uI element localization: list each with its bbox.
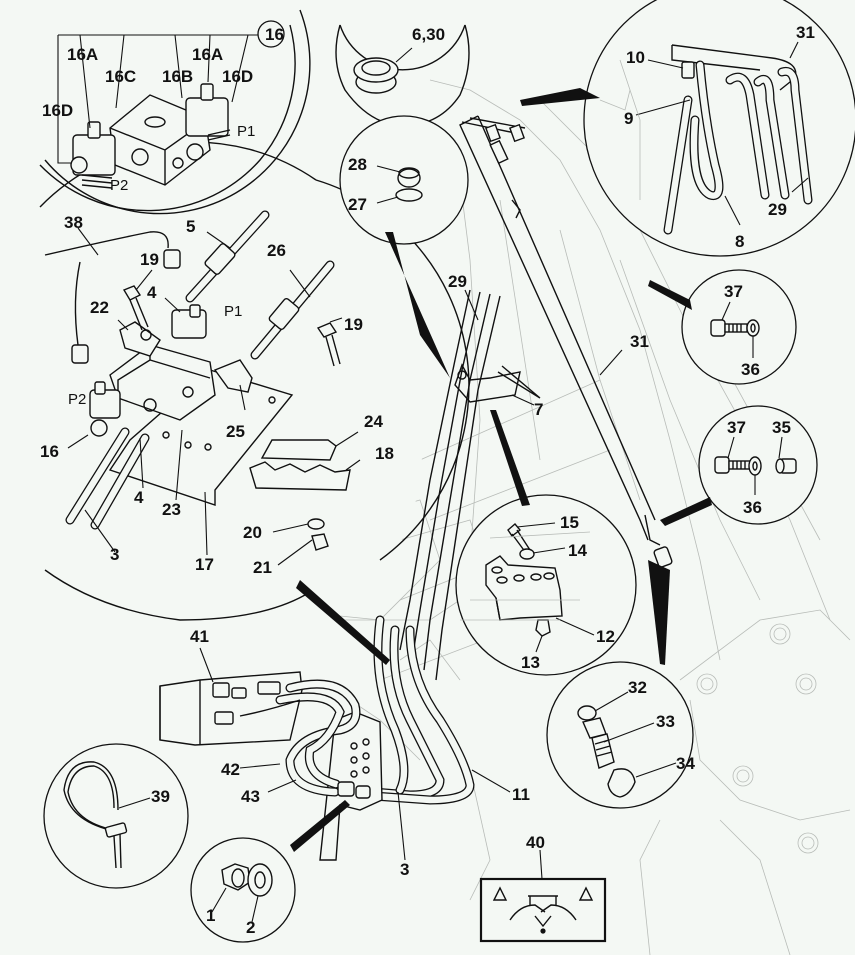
callout-21: 21 xyxy=(253,558,272,577)
callout-6-30: 6,30 xyxy=(412,25,445,44)
callout-28: 28 xyxy=(348,155,367,174)
callout-32: 32 xyxy=(628,678,647,697)
callout-16: 16 xyxy=(265,25,284,44)
callout-23: 23 xyxy=(162,500,181,519)
callout-35: 35 xyxy=(772,418,791,437)
callout-12: 12 xyxy=(596,627,615,646)
callout-31-mid: 31 xyxy=(630,332,649,351)
valve-mount-detail xyxy=(39,140,470,660)
callout-3-left: 3 xyxy=(110,545,119,564)
callout-37-top: 37 xyxy=(724,282,743,301)
callout-40: 40 xyxy=(526,833,545,852)
callout-31-top: 31 xyxy=(796,23,815,42)
callout-5: 5 xyxy=(186,217,195,236)
label-p1-top: P1 xyxy=(237,123,255,140)
label-p2-main: P2 xyxy=(68,391,86,408)
callout-16a-left: 16A xyxy=(67,45,98,64)
callout-15: 15 xyxy=(560,513,579,532)
callout-16d-left: 16D xyxy=(42,101,73,120)
callout-1: 1 xyxy=(206,906,215,925)
callout-25: 25 xyxy=(226,422,245,441)
nut-washer-detail xyxy=(190,837,296,943)
callout-38: 38 xyxy=(64,213,83,232)
clamp-plate-detail xyxy=(455,494,637,676)
label-p1-main: P1 xyxy=(224,303,242,320)
callout-10: 10 xyxy=(626,48,645,67)
lower-hoses-11-3 xyxy=(345,615,475,805)
screw-washer-detail xyxy=(681,269,797,385)
callout-16-main: 16 xyxy=(40,442,59,461)
cable-tie-detail xyxy=(43,743,189,889)
callout-7: 7 xyxy=(534,400,543,419)
callout-4-top: 4 xyxy=(147,283,157,302)
callout-4-bottom: 4 xyxy=(134,488,144,507)
detail-connectors xyxy=(290,88,712,852)
callout-39: 39 xyxy=(151,787,170,806)
callout-42: 42 xyxy=(221,760,240,779)
callout-16a-right: 16A xyxy=(192,45,223,64)
callout-11: 11 xyxy=(512,785,530,804)
callout-36-top: 36 xyxy=(741,360,760,379)
callout-24: 24 xyxy=(364,412,383,431)
leader-lines xyxy=(67,227,623,861)
hose-bundle-29 xyxy=(399,289,541,681)
callout-36-bottom: 36 xyxy=(743,498,762,517)
screw-washer-spacer-detail xyxy=(698,405,818,525)
callout-3-bottom: 3 xyxy=(400,860,409,879)
callout-41: 41 xyxy=(190,627,209,646)
callout-29-top: 29 xyxy=(768,200,787,219)
callout-8: 8 xyxy=(735,232,744,251)
return-tube-31 xyxy=(459,115,673,568)
warning-decal xyxy=(479,849,607,943)
callout-37-bottom: 37 xyxy=(727,418,746,437)
callout-2: 2 xyxy=(246,918,255,937)
callout-17: 17 xyxy=(195,555,214,574)
callout-9: 9 xyxy=(624,109,633,128)
callout-19-left: 19 xyxy=(140,250,159,269)
coupler-detail xyxy=(546,661,694,809)
callout-34: 34 xyxy=(676,754,695,773)
callout-16b: 16B xyxy=(162,67,193,86)
callout-27: 27 xyxy=(348,195,367,214)
callout-33: 33 xyxy=(656,712,675,731)
callout-18: 18 xyxy=(375,444,394,463)
callout-22: 22 xyxy=(90,298,109,317)
callout-labels: 16 16A 16A 16B 16C 16D 16D P1 P2 6,30 28… xyxy=(40,23,815,937)
callout-16d-right: 16D xyxy=(222,67,253,86)
valve-block-detail xyxy=(39,9,311,215)
hose-bracket-detail xyxy=(583,0,855,257)
callout-43: 43 xyxy=(241,787,260,806)
grommet-detail xyxy=(339,115,469,245)
callout-29-mid: 29 xyxy=(448,272,467,291)
callout-16c: 16C xyxy=(105,67,136,86)
callout-13: 13 xyxy=(521,653,540,672)
callout-20: 20 xyxy=(243,523,262,542)
callout-19-right: 19 xyxy=(344,315,363,334)
callout-14: 14 xyxy=(568,541,587,560)
valve-assembly-41 xyxy=(159,671,371,799)
plug-detail xyxy=(335,24,470,127)
callout-26: 26 xyxy=(267,241,286,260)
label-p2-top: P2 xyxy=(110,177,128,194)
